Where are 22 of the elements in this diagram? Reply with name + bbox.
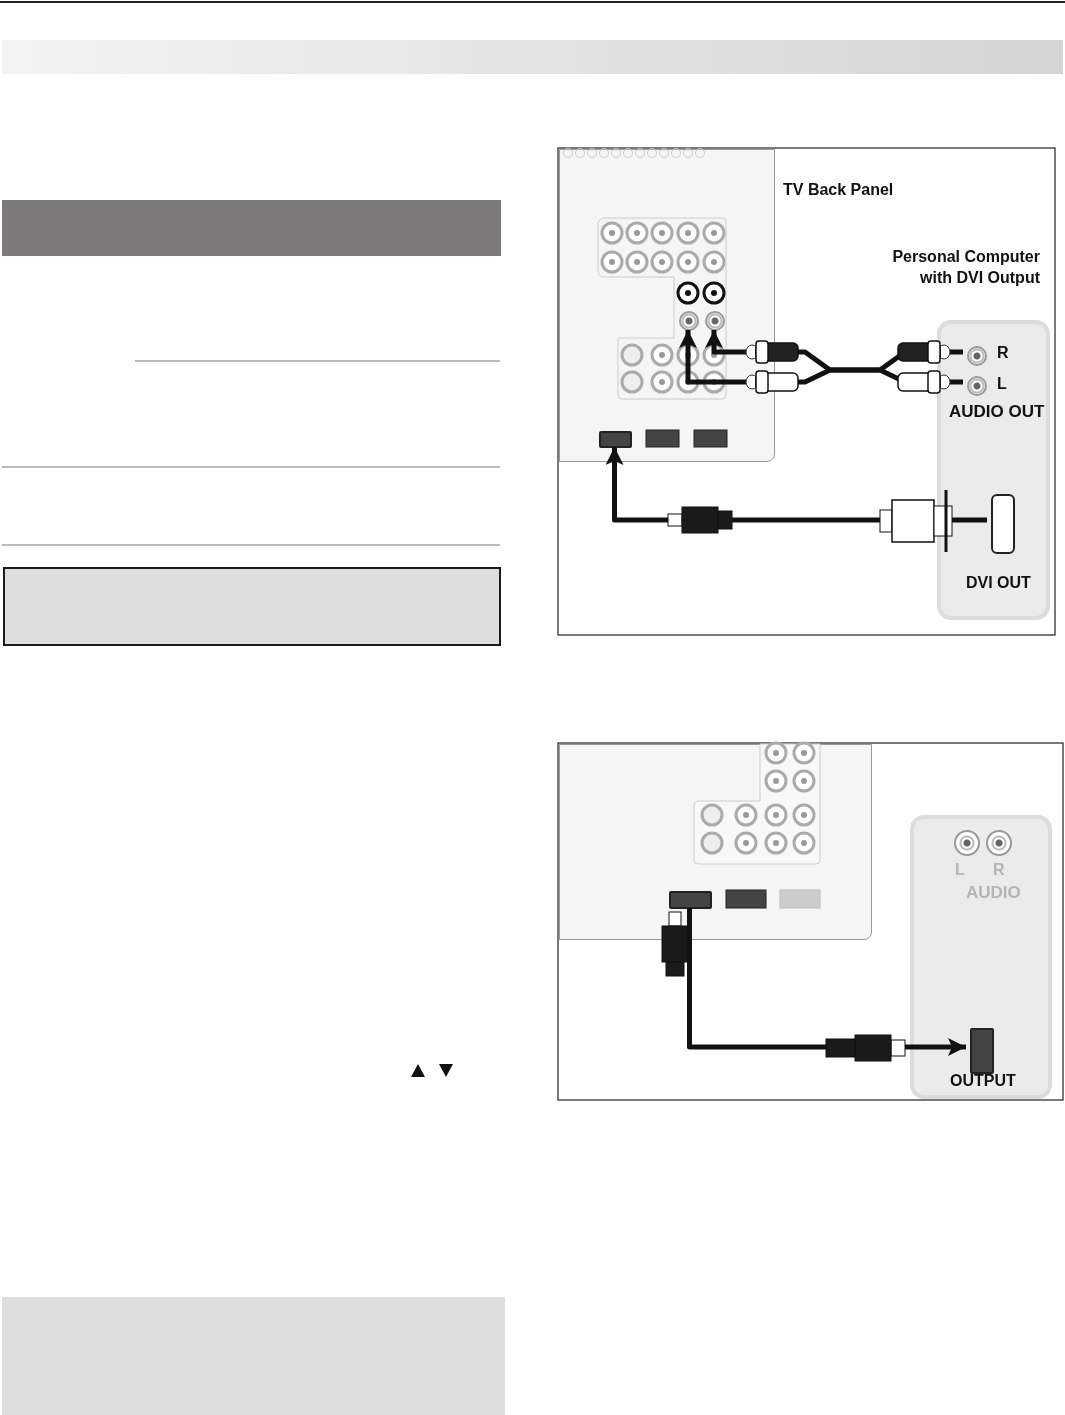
note-box (2, 1297, 505, 1415)
note-box (3, 567, 501, 646)
diagram-label: TV Back Panel (783, 180, 894, 200)
audio-jack (967, 376, 987, 396)
port-label: R (997, 343, 1009, 363)
device-panel (910, 815, 1052, 1099)
section-heading-bar (2, 200, 501, 256)
audio-jack (954, 830, 980, 856)
port-label: OUTPUT (950, 1071, 1016, 1091)
audio-jack (967, 346, 987, 366)
hdmi-port (991, 494, 1015, 554)
hdmi-port (669, 891, 712, 909)
audio-jack (679, 311, 699, 331)
panel-label: AUDIO OUT (949, 402, 1045, 423)
audio-jack (705, 311, 725, 331)
port-label: DVI OUT (966, 573, 1031, 593)
audio-jack (986, 830, 1012, 856)
hdmi-port (970, 1028, 994, 1074)
diagram-label: Personal Computer with DVI Output (891, 247, 1040, 288)
device-panel (937, 320, 1050, 620)
port-label: L (997, 374, 1007, 394)
hdmi-port (599, 431, 632, 448)
